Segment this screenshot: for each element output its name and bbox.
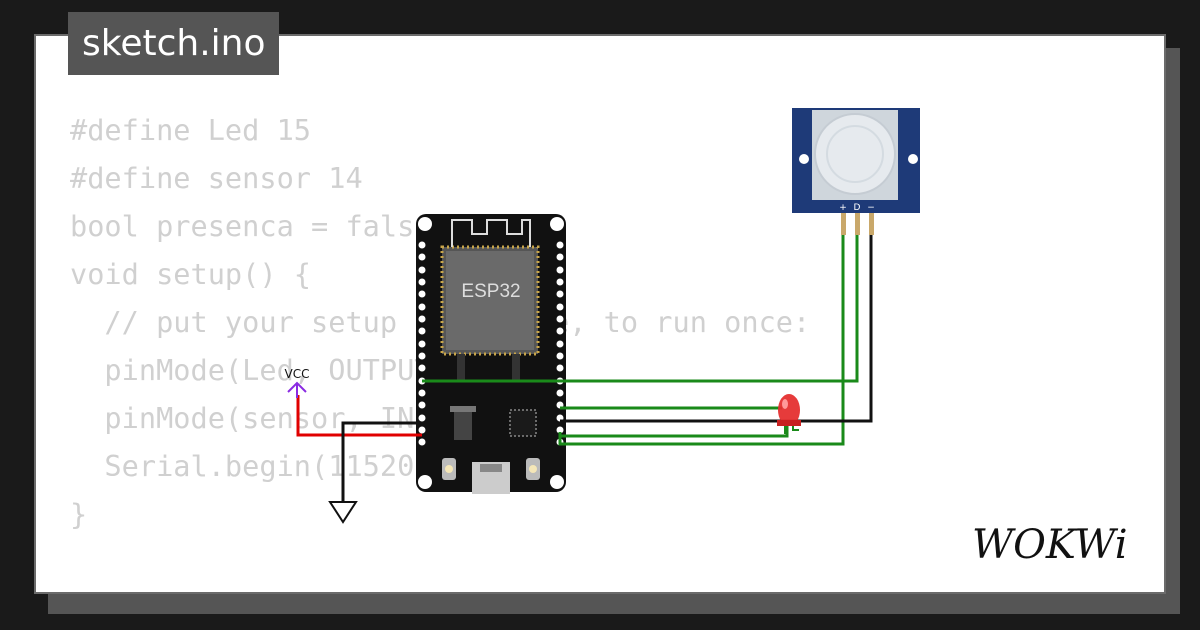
pir-pin-label-gnd: − [867, 203, 875, 213]
wire-pir-vcc[interactable] [558, 235, 845, 446]
file-tab[interactable]: sketch.ino [68, 12, 280, 75]
vcc-label: VCC [285, 367, 310, 381]
ground-symbol[interactable] [328, 501, 358, 524]
esp32-chip-label: ESP32 [461, 281, 520, 302]
wokwi-logo: WOKWi [972, 522, 1128, 568]
code-line: Serial.begin(115200); [70, 449, 466, 483]
code-line: bool presenca = false; [70, 209, 449, 243]
circuit-diagram: ESP32 [285, 108, 920, 524]
pir-pin-label-data: D [854, 203, 861, 213]
code-line: #define Led 15 [70, 113, 312, 147]
esp32-board[interactable]: ESP32 [416, 214, 566, 494]
preview-card: #define Led 15 #define sensor 14 bool pres… [34, 34, 1166, 594]
code-background: #define Led 15 #define sensor 14 bool pres… [70, 106, 810, 538]
pir-pin-label-vcc: + [839, 203, 847, 213]
vcc-symbol[interactable]: VCC [285, 367, 310, 398]
wire-gnd[interactable] [341, 421, 422, 502]
pir-sensor[interactable]: + D − [792, 108, 920, 235]
red-led[interactable] [777, 394, 801, 434]
code-line: #define sensor 14 [70, 161, 363, 195]
wire-vcc[interactable] [296, 395, 422, 437]
code-line: void setup() { [70, 257, 312, 291]
wires[interactable] [296, 235, 873, 502]
wire-pir-gnd[interactable] [560, 235, 873, 423]
code-line: } [70, 497, 88, 531]
wokwi-wordmark: WOKWi [972, 522, 1128, 568]
wire-pir-data[interactable] [422, 235, 859, 383]
wire-led-cathode[interactable] [560, 422, 789, 438]
